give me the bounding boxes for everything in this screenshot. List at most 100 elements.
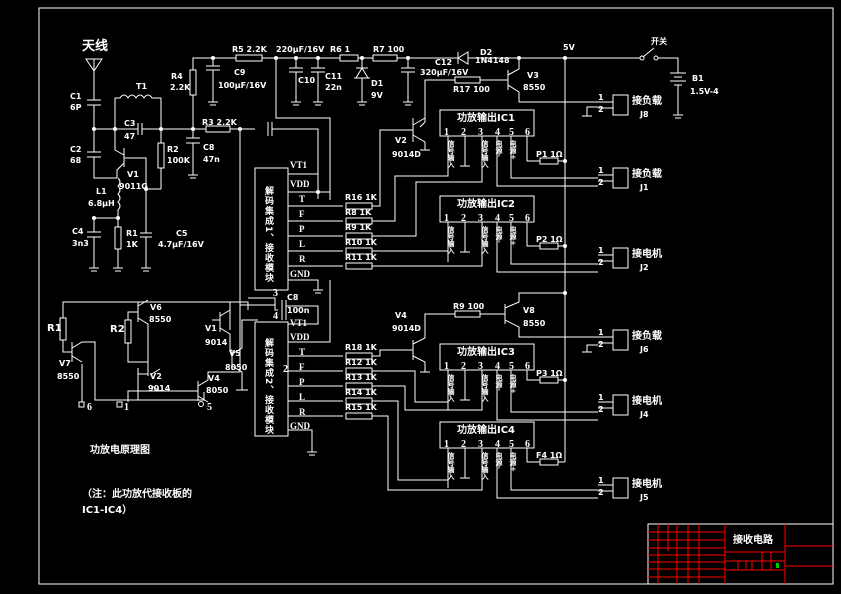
ic-pin-function-label: 电源- bbox=[495, 139, 503, 157]
terminal-1 bbox=[116, 401, 123, 408]
d1-label: D1 bbox=[371, 79, 384, 88]
v8-transistor-icon bbox=[480, 292, 598, 353]
chip1-text: 解码集成1、接收模块 bbox=[263, 185, 275, 283]
amp-r2-label: R2 bbox=[110, 324, 125, 335]
r5-resistor bbox=[235, 54, 263, 62]
chip1-pin-p: P bbox=[299, 224, 305, 234]
c8-capacitor bbox=[186, 129, 200, 179]
drawing-border bbox=[38, 7, 834, 585]
c3-value: 47 bbox=[124, 132, 135, 141]
ic-body bbox=[439, 421, 535, 449]
chip2-pin-3: 3 bbox=[273, 288, 278, 299]
receiver-front-end: 天线 C1 6P C2 68 C3 47 T1 V1 9011G L1 6.8μ… bbox=[70, 38, 567, 382]
c10-value: 220μF/16V bbox=[276, 45, 325, 54]
ic-pin-wires bbox=[447, 448, 598, 499]
title-block-frame bbox=[647, 523, 834, 585]
r3-label: R3 2.2K bbox=[202, 118, 238, 127]
connector-pin-1: 1 bbox=[598, 476, 604, 485]
amp-v2-value: 9014 bbox=[148, 384, 171, 393]
decoder-chip-1: 解码集成1、接收模块 VT1 VDD T F P L R GND R16 1K … bbox=[254, 117, 483, 294]
switch-label: 开关 bbox=[651, 36, 667, 46]
connector-id: J6 bbox=[639, 345, 649, 354]
ic-pin-number: 4 bbox=[495, 361, 500, 372]
chip2-resistors bbox=[345, 352, 373, 420]
r4-label: R4 bbox=[171, 72, 183, 81]
connector-pins bbox=[598, 484, 613, 492]
antenna-icon bbox=[85, 58, 117, 179]
ic-pin-number: 1 bbox=[444, 213, 449, 224]
chip1-pin-l: L bbox=[299, 239, 305, 249]
c9-capacitor bbox=[206, 58, 220, 106]
connector-body bbox=[612, 329, 629, 351]
ic-pin-number: 4 bbox=[495, 439, 500, 450]
r2-resistor bbox=[157, 142, 165, 169]
r8-label: R8 1K bbox=[345, 208, 372, 217]
connector-label: 接电机 bbox=[632, 247, 662, 260]
chip1-pin-vt1: VT1 bbox=[290, 160, 308, 170]
chip1-pin-t: T bbox=[299, 194, 305, 204]
terminal-5 bbox=[198, 401, 204, 407]
ic-pin-number: 2 bbox=[461, 213, 466, 224]
ic-pin-number: 6 bbox=[525, 361, 530, 372]
chip2-pin-r: R bbox=[299, 407, 306, 417]
ic-pin-number: 4 bbox=[495, 127, 500, 138]
v2-value: 9014D bbox=[392, 150, 421, 159]
ic-pin-number: 5 bbox=[509, 127, 514, 138]
title-block-mark bbox=[776, 563, 779, 568]
r15-label: R15 1K bbox=[345, 403, 378, 412]
v4-transistor-icon bbox=[412, 313, 455, 373]
ic-body bbox=[439, 109, 535, 137]
r3-resistor bbox=[205, 125, 231, 133]
c8-value: 47n bbox=[203, 155, 220, 164]
ic-pin-function-label: 电源+ bbox=[509, 373, 517, 394]
c5-value: 4.7μF/16V bbox=[158, 240, 205, 249]
v3-transistor-icon bbox=[419, 58, 598, 128]
ic-output-resistor-label: P2 1Ω bbox=[536, 235, 563, 244]
chip2-pin-vt1: VT1 bbox=[290, 318, 308, 328]
connector-pins bbox=[598, 101, 613, 109]
ic-output-resistor bbox=[539, 242, 559, 250]
connector-body bbox=[612, 247, 629, 269]
ic-pin-wires bbox=[447, 370, 598, 421]
b1-label: B1 bbox=[692, 74, 704, 83]
ic-output-resistor-label: F4 1Ω bbox=[536, 451, 562, 460]
v3-value: 8550 bbox=[523, 83, 546, 92]
amp-v4-label: V4 bbox=[208, 374, 220, 383]
chip2-pin-f: F bbox=[299, 362, 305, 372]
connector-label: 接负载 bbox=[632, 167, 662, 180]
amp-v1-v5-transistors bbox=[212, 301, 258, 391]
c1-label: C1 bbox=[70, 92, 82, 101]
power-switch[interactable] bbox=[642, 47, 686, 119]
ic-pin-wires bbox=[447, 222, 598, 273]
drawing-title: 接收电路 bbox=[733, 533, 774, 546]
ic-pin-function-label: 电源+ bbox=[509, 139, 517, 160]
chip1-pin-gnd: GND bbox=[290, 269, 311, 279]
terminal-6 bbox=[78, 401, 85, 408]
amp-r2-resistor bbox=[124, 319, 132, 344]
connector-pin-1: 1 bbox=[598, 393, 604, 402]
connector-id: J1 bbox=[639, 183, 649, 192]
amp-v5-value: 8050 bbox=[225, 363, 248, 372]
ic-pin-function-label: 电源+ bbox=[509, 451, 517, 472]
note-line-1: （注：此功放代接收板的 bbox=[82, 487, 192, 500]
c12-capacitor bbox=[401, 58, 415, 106]
c5-capacitor bbox=[140, 188, 161, 272]
r9-lower-resistor bbox=[454, 310, 481, 318]
ic-pin-number: 2 bbox=[461, 127, 466, 138]
power-supply-section: R5 2.2K C9 100μF/16V 220μF/16V C10 C11 2… bbox=[206, 36, 719, 462]
c5-label: C5 bbox=[176, 229, 188, 238]
amp-v7-value: 8550 bbox=[57, 372, 80, 381]
c8-label: C8 bbox=[203, 143, 215, 152]
ic-pin-number: 3 bbox=[478, 127, 483, 138]
c2-value: 68 bbox=[70, 156, 82, 165]
c11-value: 22n bbox=[325, 83, 342, 92]
ic-pin-function-label: 电源- bbox=[495, 373, 503, 391]
ic-pin-function-label: 信号输入 bbox=[447, 451, 456, 481]
ic-pin-number: 2 bbox=[461, 439, 466, 450]
r14-label: R14 1K bbox=[345, 388, 378, 397]
